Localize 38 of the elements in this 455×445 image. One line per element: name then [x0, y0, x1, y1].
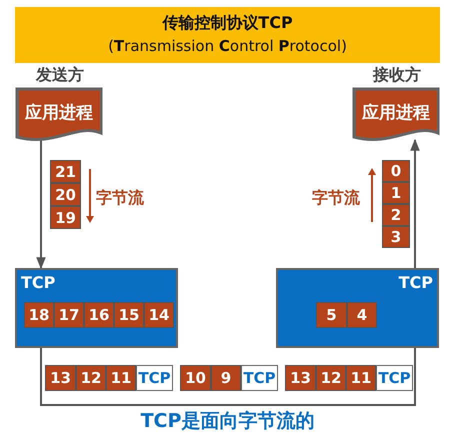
header-cell: TCP	[136, 365, 173, 391]
byte-cell: 2	[382, 204, 410, 226]
byte-cell: 12	[76, 365, 106, 391]
byte-cell: 4	[347, 302, 377, 328]
byte-cell: 19	[50, 206, 81, 229]
connector-line	[40, 348, 416, 406]
byte-cell: 16	[84, 302, 114, 328]
header-cell: TCP	[241, 365, 278, 391]
byte-cell: 11	[346, 365, 376, 391]
byte-cell: 17	[54, 302, 84, 328]
subtitle: (Transmission Control Protocol)	[107, 37, 348, 55]
byte-cell: 13	[45, 365, 76, 391]
byte-cell: 21	[50, 160, 81, 183]
byte-cell: 1	[382, 182, 410, 204]
byte-cell: 14	[144, 302, 174, 328]
arrow	[410, 138, 420, 268]
tcp-box: TCP 18 17 16 15 14	[15, 268, 178, 348]
byte-cell: 11	[106, 365, 136, 391]
byte-cell: 0	[382, 160, 410, 182]
byte-cell: 13	[285, 365, 316, 391]
tcp-box: TCP 5 4	[276, 268, 439, 348]
byte-cell: 9	[211, 365, 241, 391]
side-label: 接收方	[372, 65, 422, 86]
byte-cell: 12	[316, 365, 346, 391]
side-label: 发送方	[34, 65, 85, 86]
byte-cell: 10	[180, 365, 211, 391]
flow-label: 字节流	[96, 188, 144, 209]
flow-label: 字节流	[312, 188, 360, 209]
title-banner	[15, 7, 440, 63]
header-cell: TCP	[376, 365, 413, 391]
arrow	[36, 139, 46, 270]
byte-cell: 3	[382, 226, 410, 248]
byte-cell: 5	[316, 302, 347, 328]
caption: TCP是面向字节流的	[140, 409, 316, 434]
byte-cell: 20	[50, 183, 81, 206]
byte-cell: 18	[24, 302, 54, 328]
title: 传输控制协议TCP	[161, 13, 294, 34]
byte-cell: 15	[114, 302, 144, 328]
